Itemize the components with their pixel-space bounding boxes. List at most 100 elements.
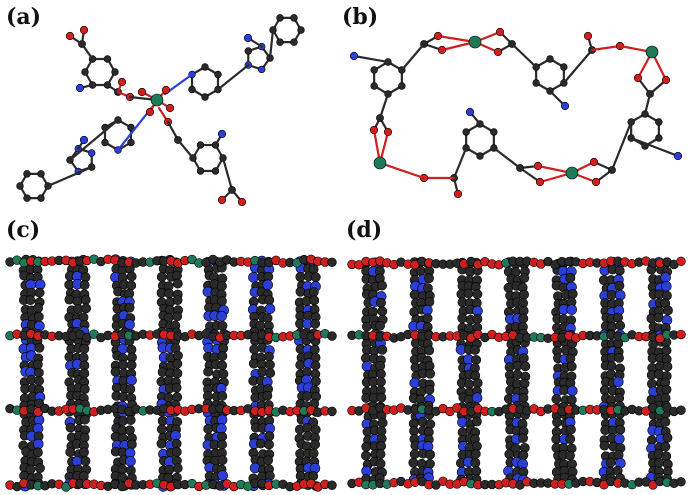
carbon-atom [463,288,474,299]
carbon-atom [311,376,321,387]
carbon-atom [118,391,129,402]
nitrogen-atom [661,280,672,292]
crystal-packing-view-c [5,254,337,492]
carbon-atom [519,289,529,300]
carbon-atom [310,272,321,283]
carbon-atom [567,288,578,299]
ring-atom [111,68,119,76]
carbon-atom [518,392,529,403]
ring-atom [370,66,378,74]
carbon-atom [263,455,273,466]
carbon-atom [565,272,576,283]
carbon-atom [79,447,89,458]
carbon-atom [464,379,475,390]
nitrogen-atom [349,51,359,61]
coordination-environment-structure [16,14,305,207]
ring-atom [196,141,205,149]
carbon-atom [264,351,274,362]
carbon-atom [33,303,44,313]
carbon-atom [217,439,228,450]
oxygen-atom [165,103,175,113]
ring-atom [560,63,568,71]
ring-atom [655,118,663,126]
carbon-atom [310,439,321,450]
carbon-atom [615,424,626,435]
carbon-atom [126,280,137,291]
nitrogen-atom [471,392,483,404]
carbon-atom [660,417,671,427]
panel-label-c: (c) [6,217,41,243]
carbon-atom [614,265,625,276]
nitrogen-atom [75,83,85,93]
carbon-atom [110,366,121,377]
carbon-atom [79,384,90,395]
carbon-atom [661,384,672,395]
bond [176,138,195,160]
oxygen-atom [676,256,686,267]
nitrogen-atom [217,470,229,481]
carbon-atom [217,351,228,362]
carbon-atom [172,368,183,379]
carbon-atom [126,360,137,370]
carbon-atom [156,424,167,435]
carbon-atom [470,458,481,468]
nitrogen-atom [612,376,624,388]
nitrogen-atom [216,414,228,426]
carbon-atom [375,449,386,460]
carbon-atom [264,295,275,306]
carbon-atom [566,361,577,372]
carbon-atom [425,449,436,460]
carbon-atom [425,368,436,379]
metal-atom [645,45,659,59]
carbon-atom [606,361,617,371]
bond [46,165,93,188]
carbon-atom [662,432,673,443]
ring-atom [201,63,209,71]
nitrogen-atom [79,135,89,145]
ring-atom [655,134,663,142]
oxygen-atom [383,127,393,137]
carbon-atom [654,457,665,468]
carbon-atom [203,424,214,434]
carbon-atom [361,450,371,461]
bond [216,63,250,91]
carbon-atom [471,466,482,477]
carbon-atom [302,391,312,402]
panel-label-b: (b) [342,4,379,30]
carbon-atom [172,358,183,369]
carbon-atom [79,343,90,354]
carbon-atom [25,295,36,306]
carbon-atom [295,271,306,282]
oxygen-atom [117,77,127,87]
ring-atom [37,170,45,178]
bond [378,161,426,180]
carbon-atom [172,311,183,322]
bond [510,42,538,69]
carbon-atom [302,422,313,433]
oxygen-atom [533,161,543,171]
bond [400,42,426,72]
ring-atom [101,138,109,147]
carbon-atom [376,376,386,387]
carbon-atom [171,447,182,457]
carbon-atom [156,438,167,449]
carbon-atom [425,419,436,430]
oxygen-atom [495,27,505,37]
nitrogen-atom [566,304,578,315]
carbon-atom [34,375,44,386]
carbon-atom [33,311,44,322]
carbon-atom [33,447,43,458]
carbon-atom [217,320,228,331]
nitrogen-atom [361,360,373,372]
carbon-atom [171,382,182,393]
oxygen-atom [369,125,379,135]
ring-atom [196,167,205,175]
crystal-packing-view-d [347,256,686,490]
panel-label-d: (d) [346,217,383,243]
carbon-atom [327,331,337,341]
carbon-atom [376,392,387,403]
bond [562,48,594,85]
bond [352,54,390,64]
panel-b: (b) [340,0,695,215]
carbon-atom [606,289,617,300]
